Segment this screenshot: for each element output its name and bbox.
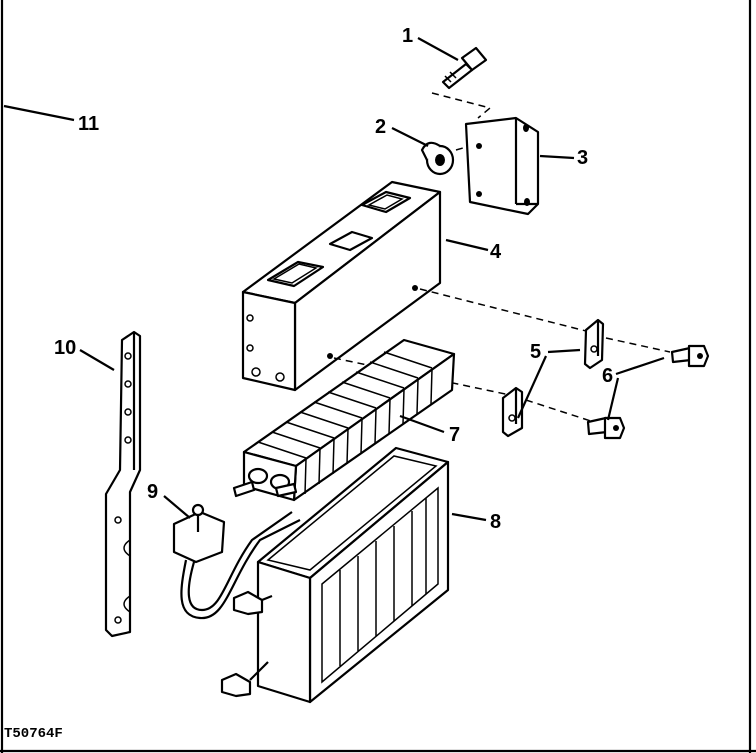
callout-11: 11 — [78, 113, 99, 135]
callout-7: 7 — [449, 424, 460, 446]
leader-1 — [417, 37, 459, 61]
leader-lines — [3, 37, 665, 522]
leader-6a — [615, 356, 665, 376]
leader-2 — [391, 127, 429, 147]
dashed-path-housing-upper — [419, 288, 591, 333]
leader-4 — [445, 238, 489, 252]
switch-part-9 — [172, 503, 301, 620]
callout-2: 2 — [375, 116, 386, 138]
spacer-part-2 — [420, 141, 455, 176]
clip-part-5-lower — [501, 386, 524, 438]
callout-4: 4 — [490, 241, 502, 263]
callout-10: 10 — [54, 337, 76, 359]
heater-core-part-7 — [232, 338, 456, 502]
dashed-path-screw-to-bracket — [431, 92, 492, 119]
dashed-path-housing-lower-2 — [525, 399, 601, 425]
callout-3: 3 — [577, 147, 588, 169]
callout-1: 1 — [402, 25, 413, 47]
louver-slats — [339, 498, 427, 666]
figure-id: T50764F — [4, 726, 63, 742]
leader-6b — [606, 377, 620, 421]
leader-10 — [79, 349, 115, 371]
callout-6: 6 — [602, 365, 613, 387]
cap-screw-part-1 — [441, 46, 488, 90]
leader-3 — [539, 154, 575, 160]
heater-core-tubes — [232, 467, 298, 498]
heater-housing-part-4 — [241, 180, 442, 392]
heater-case-part-8 — [220, 446, 450, 704]
callout-9: 9 — [147, 481, 158, 503]
screw-part-6-lower — [586, 416, 626, 440]
callout-8: 8 — [490, 511, 501, 533]
leader-8 — [451, 512, 487, 522]
leader-11 — [3, 104, 75, 122]
mounting-strap-part-10 — [104, 330, 142, 638]
dashed-path-housing-upper-2 — [605, 337, 671, 353]
callout-5: 5 — [530, 341, 541, 363]
leader-5b — [516, 355, 548, 419]
leader-9 — [163, 495, 191, 519]
leader-7 — [399, 414, 445, 434]
clip-part-5-upper — [583, 318, 605, 370]
screw-part-6-upper — [670, 344, 710, 368]
case-side-bolts — [220, 590, 273, 698]
heater-core-fins — [257, 351, 433, 495]
leader-5a — [547, 348, 581, 354]
mounting-bracket-part-3 — [464, 116, 540, 216]
callout-labels: 1 2 3 4 5 6 7 8 9 10 11 — [54, 25, 613, 533]
